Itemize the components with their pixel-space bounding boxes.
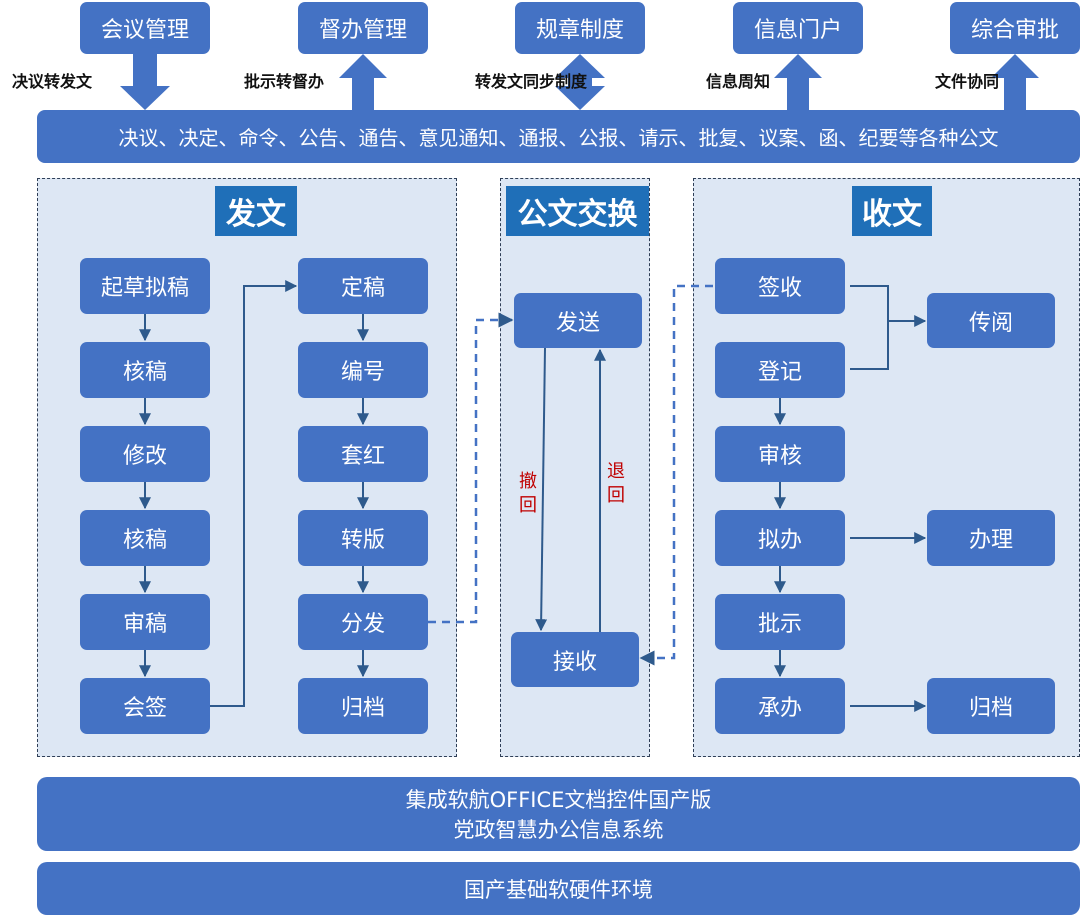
panel-receive-title: 收文 (852, 186, 932, 236)
step-label: 传阅 (968, 310, 1013, 336)
step-label: 发送 (555, 310, 600, 336)
module-supervision-management[interactable]: 督办管理 (298, 2, 428, 54)
arrow-down-meeting (120, 54, 170, 110)
step-label: 定稿 (340, 276, 385, 301)
label-instruction-to-supervise: 批示转督办 (244, 72, 325, 91)
module-label: 综合审批 (970, 18, 1059, 43)
step-label: 批示 (757, 612, 802, 637)
module-label: 规章制度 (535, 18, 624, 43)
step-label: 拟办 (757, 528, 802, 553)
step-label: 办理 (968, 528, 1013, 553)
step-register[interactable]: 登记 (715, 342, 845, 398)
step-numbering[interactable]: 编号 (298, 342, 428, 398)
step-archive-send[interactable]: 归档 (298, 678, 428, 734)
step-label: 转版 (340, 528, 385, 553)
step-label: 会签 (122, 696, 167, 721)
step-label: 审稿 (122, 612, 167, 637)
step-circulate[interactable]: 传阅 (927, 293, 1055, 348)
module-label: 会议管理 (100, 18, 189, 43)
step-label: 归档 (968, 696, 1013, 721)
step-label: 核稿 (122, 528, 167, 553)
step-undertake[interactable]: 承办 (715, 678, 845, 734)
platform-line-1: 集成软航OFFICE文档控件国产版 (405, 788, 712, 812)
label-info-notify: 信息周知 (706, 72, 771, 91)
step-audit[interactable]: 审稿 (80, 594, 210, 650)
label-sync-regulations: 转发文同步制度 (475, 72, 588, 91)
base-environment-text: 国产基础软硬件环境 (464, 877, 653, 902)
step-label: 核稿 (122, 360, 167, 385)
step-review-1[interactable]: 核稿 (80, 342, 210, 398)
platform-bar: 集成软航OFFICE文档控件国产版 党政智慧办公信息系统 (37, 777, 1080, 851)
module-meeting-management[interactable]: 会议管理 (80, 2, 210, 54)
step-review-2[interactable]: 核稿 (80, 510, 210, 566)
step-draft[interactable]: 起草拟稿 (80, 258, 210, 314)
arrow-up-portal (774, 54, 822, 110)
module-label: 督办管理 (318, 18, 407, 43)
exchange-receive[interactable]: 接收 (511, 632, 639, 687)
step-label: 接收 (552, 649, 597, 675)
step-convert[interactable]: 转版 (298, 510, 428, 566)
step-distribute[interactable]: 分发 (298, 594, 428, 650)
document-types-bar: 决议、决定、命令、公告、通告、意见通知、通报、公报、请示、批复、议案、函、纪要等… (37, 110, 1080, 163)
module-comprehensive-approval[interactable]: 综合审批 (950, 2, 1080, 54)
step-label: 套红 (340, 444, 385, 469)
step-label: 审核 (757, 444, 802, 469)
step-countersign[interactable]: 会签 (80, 678, 210, 734)
step-finalize[interactable]: 定稿 (298, 258, 428, 314)
label-resolution-to-send: 决议转发文 (12, 72, 93, 91)
module-info-portal[interactable]: 信息门户 (733, 2, 863, 54)
step-label: 修改 (122, 444, 167, 469)
arrow-up-supervision (339, 54, 387, 110)
module-label: 信息门户 (753, 18, 842, 43)
platform-line-2: 党政智慧办公信息系统 (453, 818, 664, 842)
step-label: 编号 (340, 360, 385, 385)
panel-send-title: 发文 (215, 186, 297, 236)
panel-exchange-title: 公文交换 (506, 186, 649, 236)
module-regulations[interactable]: 规章制度 (515, 2, 645, 54)
step-label: 起草拟稿 (100, 276, 189, 301)
step-label: 登记 (757, 360, 802, 385)
step-label: 归档 (340, 696, 385, 721)
step-archive-receive[interactable]: 归档 (927, 678, 1055, 734)
step-verify[interactable]: 审核 (715, 426, 845, 482)
document-types-text: 决议、决定、命令、公告、通告、意见通知、通报、公报、请示、批复、议案、函、纪要等… (118, 126, 999, 150)
step-red-header[interactable]: 套红 (298, 426, 428, 482)
step-label: 签收 (757, 276, 802, 301)
step-instruct[interactable]: 批示 (715, 594, 845, 650)
step-handle[interactable]: 办理 (927, 510, 1055, 566)
exchange-send[interactable]: 发送 (514, 293, 642, 348)
step-propose[interactable]: 拟办 (715, 510, 845, 566)
label-withdraw: 撤回 (519, 471, 537, 516)
step-sign-receipt[interactable]: 签收 (715, 258, 845, 314)
step-revise[interactable]: 修改 (80, 426, 210, 482)
step-label: 承办 (757, 696, 802, 721)
base-environment-bar: 国产基础软硬件环境 (37, 862, 1080, 915)
label-file-collab: 文件协同 (935, 72, 1000, 91)
step-label: 分发 (340, 612, 385, 637)
label-return: 退回 (607, 461, 625, 506)
